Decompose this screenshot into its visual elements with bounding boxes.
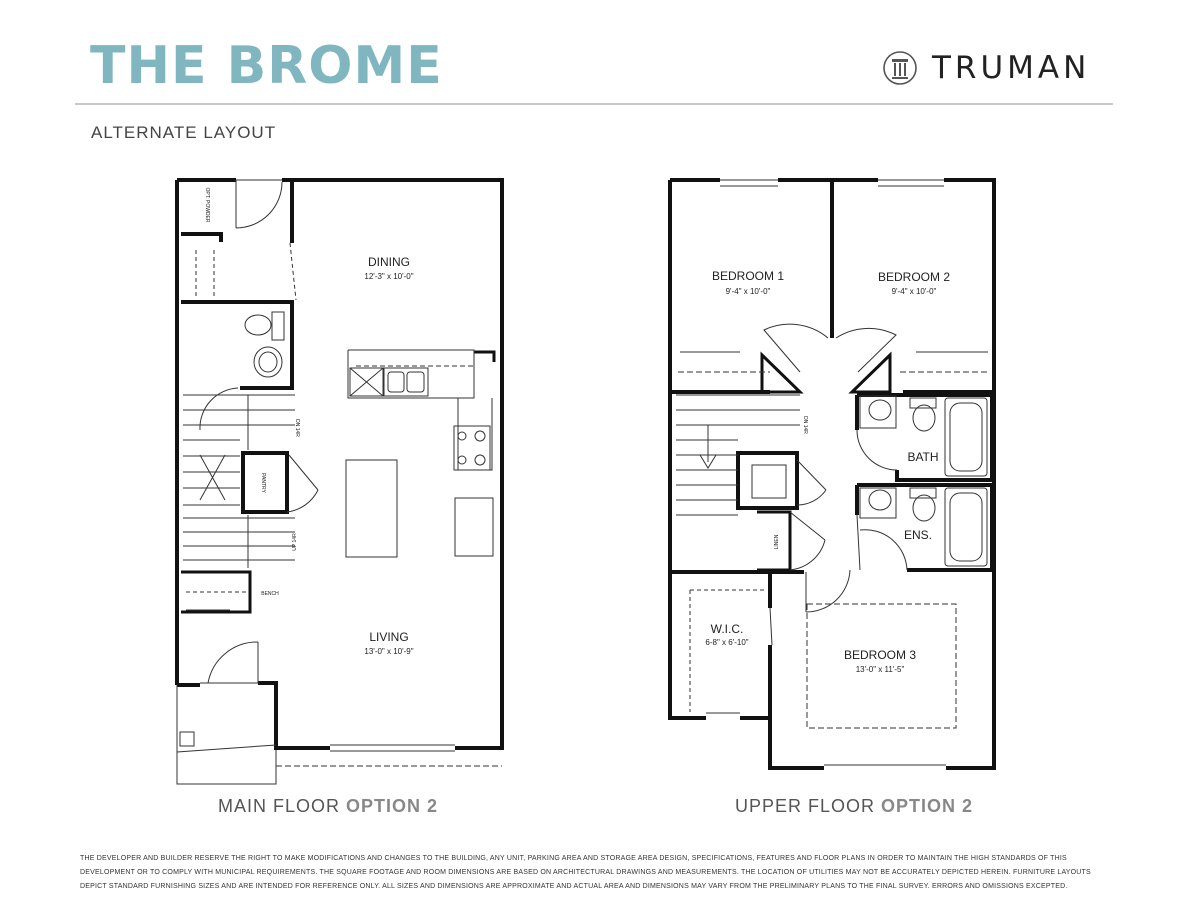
upper-stairs-down-label: DN 14R bbox=[802, 416, 808, 434]
bedroom1-dimensions: 9'-4" x 10'-0" bbox=[726, 287, 771, 296]
legal-disclaimer: THE DEVELOPER AND BUILDER RESERVE THE RI… bbox=[80, 855, 1091, 890]
bedroom1-label: BEDROOM 1 bbox=[712, 269, 784, 283]
layout-subtitle: ALTERNATE LAYOUT bbox=[91, 123, 277, 142]
pantry-label: PANTRY bbox=[260, 473, 266, 493]
ensuite-label: ENS. bbox=[904, 528, 932, 542]
dining-label: DINING bbox=[368, 255, 410, 269]
bath-label: BATH bbox=[907, 450, 938, 464]
header-divider bbox=[75, 103, 1113, 105]
living-dimensions: 13'-0" x 10'-9" bbox=[364, 647, 413, 656]
brand-logo: TRUMAN bbox=[882, 48, 1090, 88]
brand-name: TRUMAN bbox=[932, 50, 1091, 86]
upper-floor-label: UPPER FLOOR OPTION 2 bbox=[735, 796, 974, 816]
page-title: THE BROME bbox=[90, 36, 443, 96]
bedroom3-dimensions: 13'-0" x 11'-5" bbox=[856, 665, 905, 674]
bench-label: BENCH bbox=[261, 591, 279, 597]
main-floor-label: MAIN FLOOR OPTION 2 bbox=[218, 796, 439, 816]
stairs-down-label: DN 14R bbox=[294, 419, 300, 437]
bedroom2-label: BEDROOM 2 bbox=[878, 270, 950, 284]
column-logo-icon bbox=[883, 51, 917, 85]
living-label: LIVING bbox=[369, 630, 408, 644]
linen-label: LINEN bbox=[774, 534, 780, 549]
bedroom3-label: BEDROOM 3 bbox=[844, 648, 916, 662]
optional-powder-label: OPT. POWDER bbox=[204, 187, 210, 222]
wic-label: W.I.C. bbox=[711, 622, 744, 636]
wic-dimensions: 6-8" x 6'-10" bbox=[705, 638, 748, 647]
dining-dimensions: 12'-3" x 10'-0" bbox=[364, 272, 413, 281]
bedroom2-dimensions: 9'-4" x 10'-0" bbox=[892, 287, 937, 296]
stairs-up-label: UP 14R bbox=[292, 533, 298, 551]
